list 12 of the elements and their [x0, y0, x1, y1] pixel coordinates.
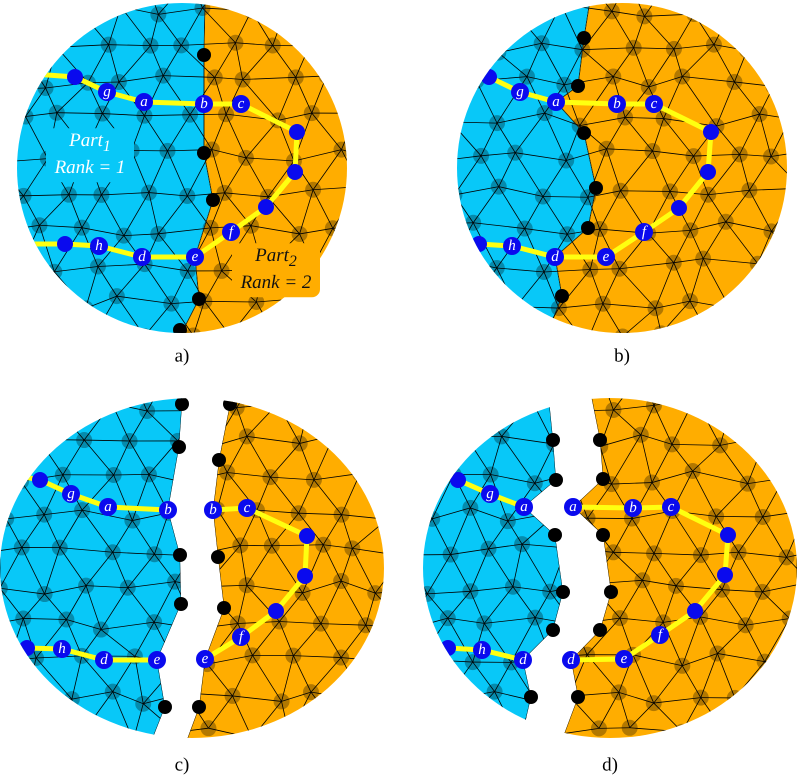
vertex-label: e: [148, 651, 166, 669]
vertex-label: d: [562, 651, 580, 669]
vertex-label: b: [159, 501, 177, 519]
panel-label: c): [174, 756, 190, 774]
panel-label: a): [174, 346, 190, 366]
vertex-label: b: [204, 501, 222, 519]
part-label: Part$_{1}$ Rank = 1: [46, 128, 134, 182]
vertex-label: a: [564, 498, 582, 516]
part-label: Part$_{2}$ Rank = 2: [232, 243, 320, 297]
vertex-label: e: [196, 650, 214, 668]
panel-label: d): [602, 756, 618, 774]
panel-label: b): [614, 346, 630, 366]
